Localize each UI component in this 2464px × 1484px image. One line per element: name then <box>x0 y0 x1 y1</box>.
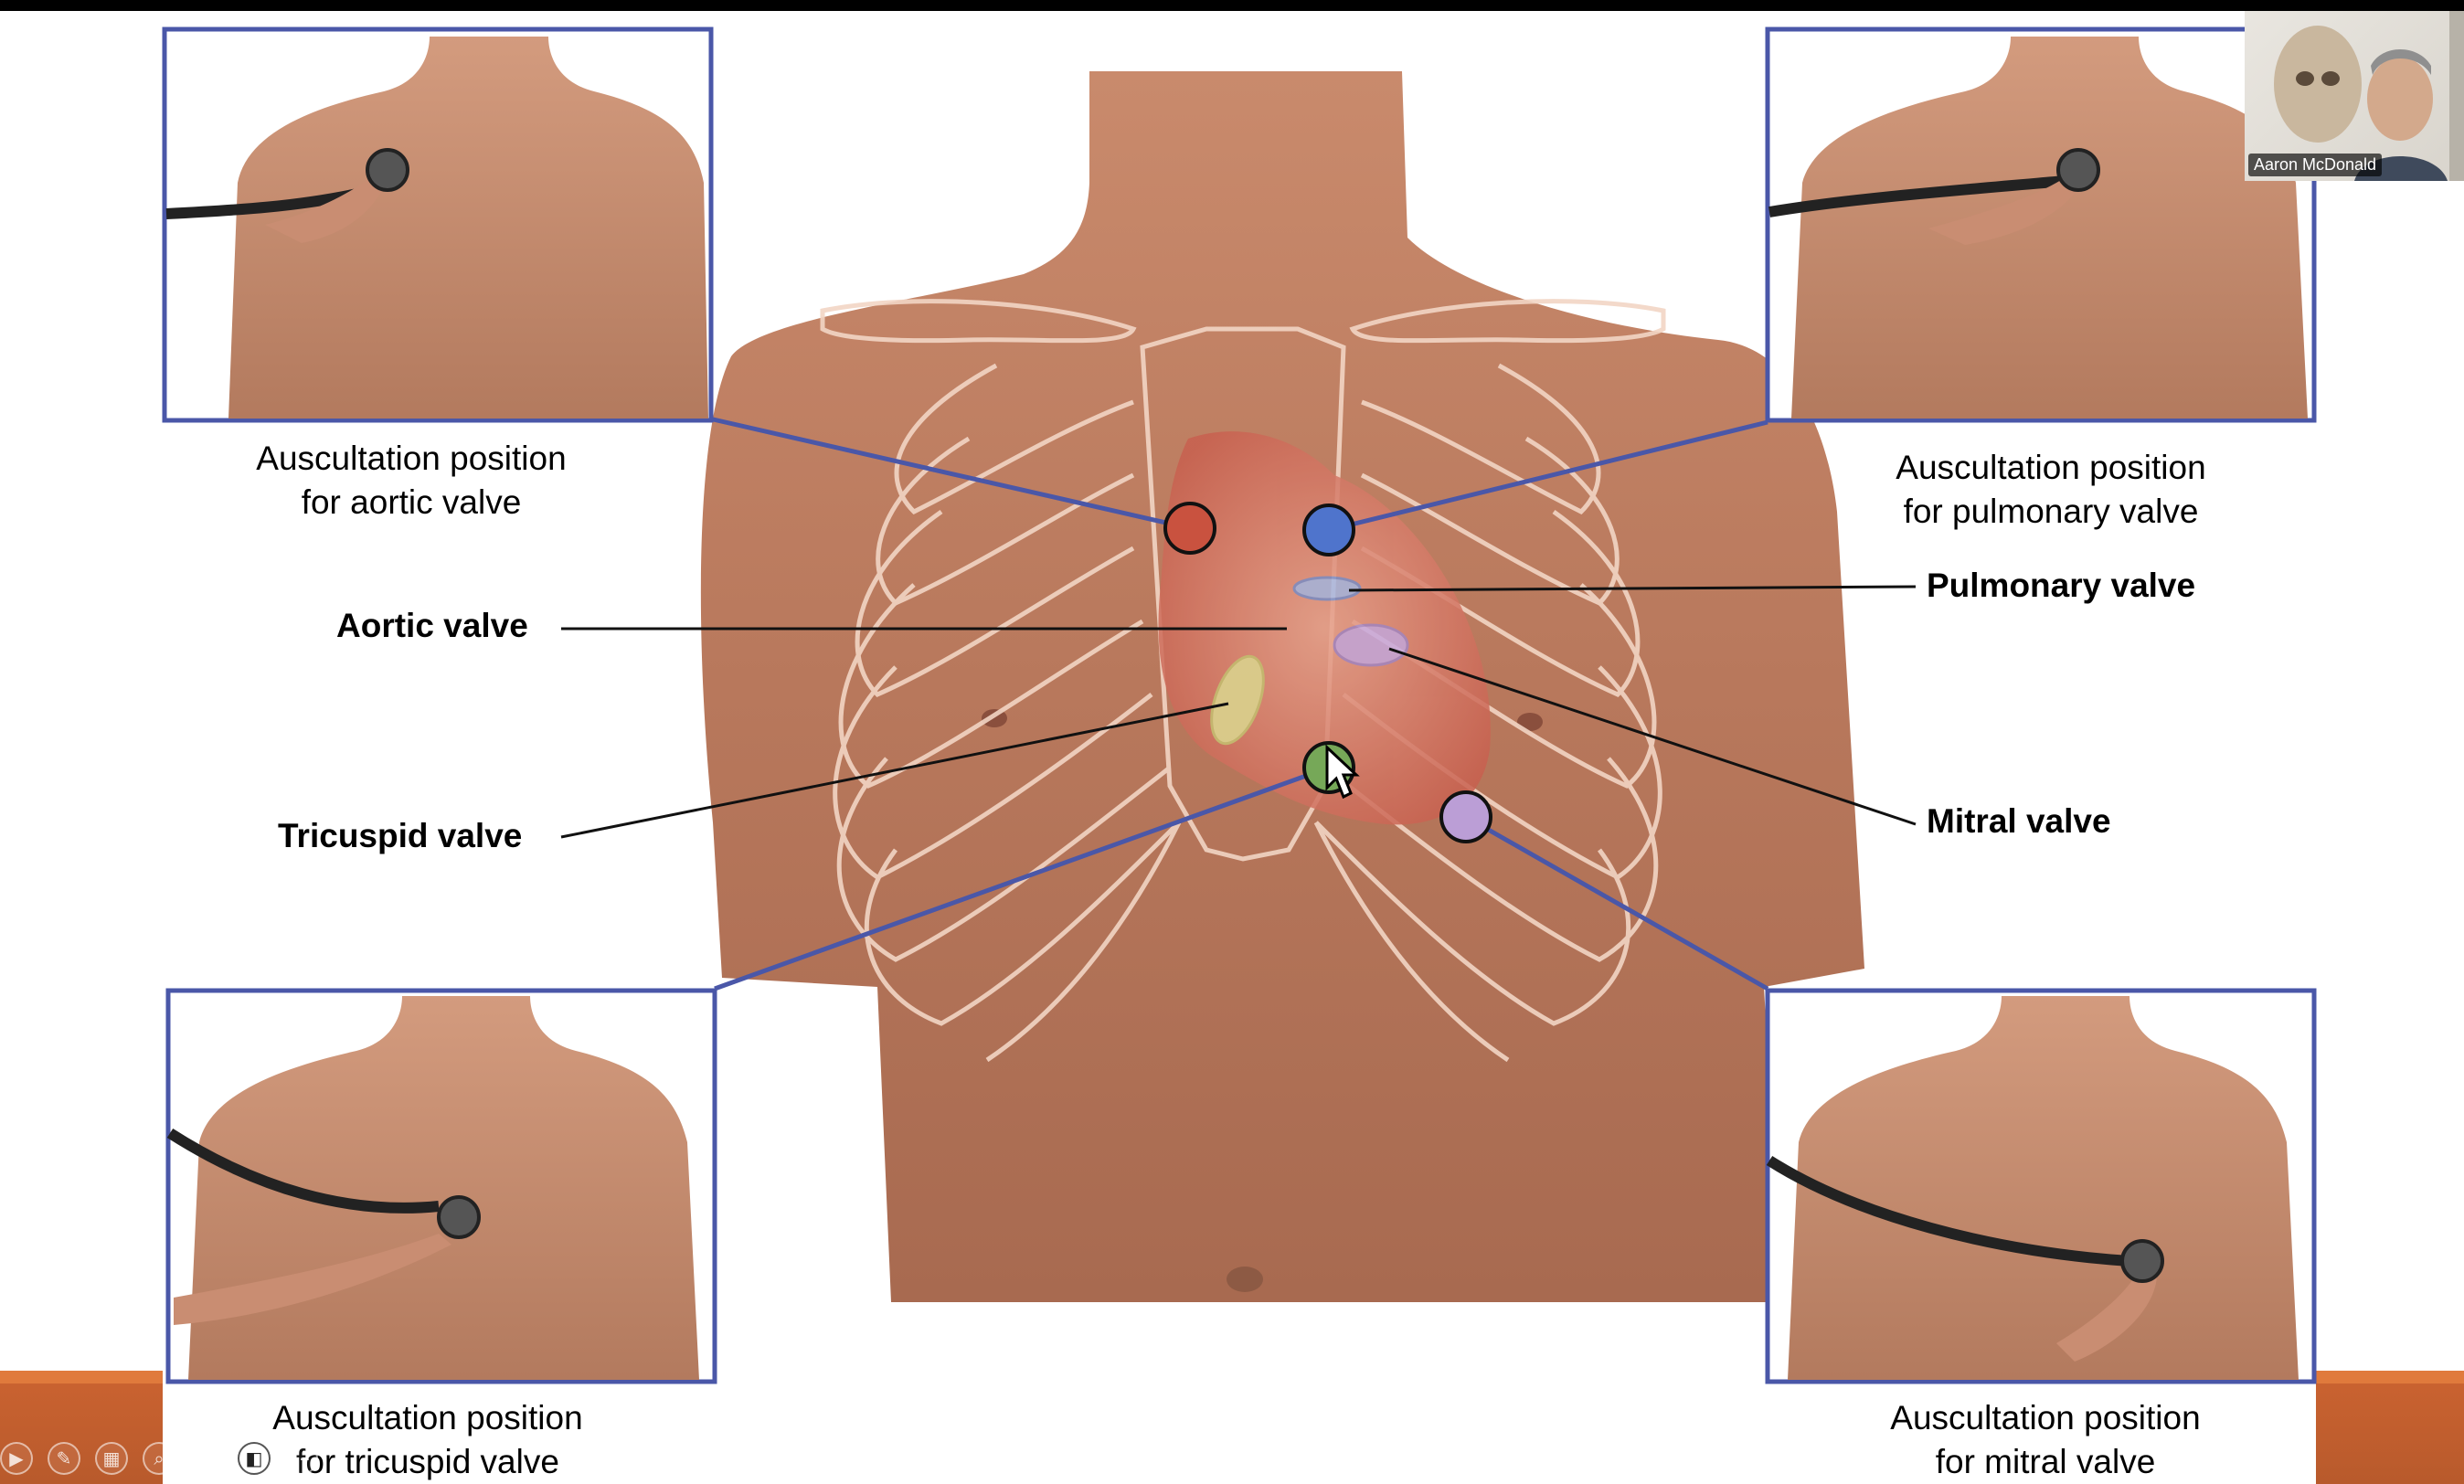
aortic-photo-hand <box>265 174 388 243</box>
caption-line: for mitral valve <box>1935 1443 2156 1480</box>
tricuspid-valve-label: Tricuspid valve <box>278 817 523 854</box>
valve-pointer-lines <box>560 585 1917 839</box>
caption-line: for pulmonary valve <box>1903 493 2199 530</box>
mitral-photo-torso <box>1788 996 2299 1380</box>
pulmonary-valve-label: Pulmonary valve <box>1927 567 2196 604</box>
tricuspid-connector-line <box>714 765 1330 991</box>
pulmonary-stethoscope-icon <box>2056 148 2100 192</box>
pen-icon[interactable]: ✎ <box>48 1442 80 1475</box>
tricuspid-photo-hand <box>174 1234 451 1325</box>
photo-aortic <box>162 26 714 423</box>
aortic-valve-label: Aortic valve <box>336 607 528 644</box>
caption-line: Auscultation position <box>1896 449 2206 486</box>
mitral-stethoscope-icon <box>2120 1239 2164 1283</box>
tricuspid-pointer-line <box>560 702 1229 839</box>
slides-icon[interactable]: ▦ <box>95 1442 128 1475</box>
presenter-face <box>2367 57 2433 141</box>
participant-video-tile[interactable] <box>2245 11 2464 181</box>
tricuspid-position-caption: Auscultation position for tricuspid valv… <box>227 1396 629 1484</box>
aortic-photo-torso <box>228 37 708 419</box>
play-icon[interactable]: ▶ <box>0 1442 33 1475</box>
zoom-icon[interactable]: ⌕ <box>143 1442 175 1475</box>
aortic-connector-line <box>708 416 1191 531</box>
participant-name-badge: Aaron McDonald <box>2248 154 2383 176</box>
pulmonary-position-caption: Auscultation position for pulmonary valv… <box>1850 446 2252 534</box>
pulmonary-valve-shape <box>1292 576 1362 601</box>
mitral-stethoscope-tube <box>1766 1155 2130 1267</box>
slide-accent-band-right <box>2316 1371 2464 1484</box>
navel <box>1227 1267 1263 1292</box>
mitral-pointer-line <box>1388 647 1917 826</box>
photo-mitral <box>1765 988 2317 1384</box>
pulmonary-photo-torso <box>1791 37 2308 419</box>
pulmonary-photo-hand <box>1928 174 2084 245</box>
tricuspid-valve-shape <box>1210 654 1265 746</box>
anatomy-model-head <box>2274 26 2362 143</box>
pulmonary-stethoscope-tube <box>1768 175 2066 217</box>
aortic-marker <box>1163 502 1216 555</box>
caption-line: Auscultation position <box>256 440 567 477</box>
mitral-valve-label: Mitral valve <box>1927 802 2111 840</box>
mitral-position-caption: Auscultation position for mitral valve <box>1844 1396 2246 1484</box>
caption-line: for aortic valve <box>301 483 522 521</box>
more-icon[interactable]: ⋯ <box>285 1442 318 1475</box>
photo-pulmonary <box>1765 26 2317 423</box>
pulmonary-connector-line <box>1328 419 1768 533</box>
heart <box>1158 431 1491 825</box>
photo-tricuspid <box>165 988 717 1384</box>
top-black-bar <box>0 0 2464 11</box>
caption-line: Auscultation position <box>1890 1399 2201 1436</box>
subtitles-icon[interactable]: ▭ <box>190 1442 223 1475</box>
right-nipple <box>1517 713 1543 731</box>
camera-icon[interactable]: ◧ <box>238 1442 271 1475</box>
connector-lines <box>708 416 1769 991</box>
pulmonary-pointer-line <box>1348 585 1917 592</box>
tricuspid-stethoscope-tube <box>166 1128 440 1214</box>
presentation-toolbar: ▶ ✎ ▦ ⌕ ▭ ◧ ⋯ <box>0 1439 318 1478</box>
mitral-photo-hand <box>2056 1270 2157 1362</box>
caption-line: Auscultation position <box>272 1399 583 1436</box>
participant-video-feed <box>2274 11 2464 181</box>
aortic-position-caption: Auscultation position for aortic valve <box>210 437 612 525</box>
mitral-marker <box>1439 790 1492 843</box>
aortic-stethoscope-icon <box>366 148 409 192</box>
mitral-connector-line <box>1464 814 1769 991</box>
mitral-valve-shape <box>1333 623 1409 667</box>
ribcage <box>820 299 1666 1063</box>
tricuspid-stethoscope-icon <box>437 1195 481 1239</box>
caption-line: for tricuspid valve <box>296 1443 559 1480</box>
pulmonary-marker <box>1302 504 1355 556</box>
mouse-cursor-icon <box>1325 744 1360 800</box>
